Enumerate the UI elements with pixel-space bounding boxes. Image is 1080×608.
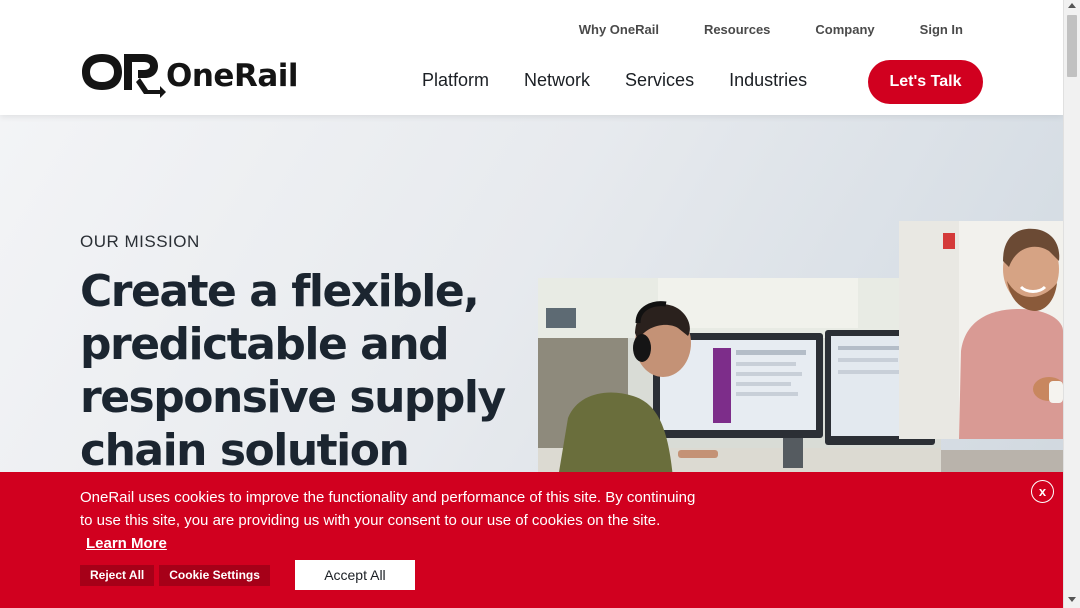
scroll-thumb[interactable]: [1067, 15, 1077, 77]
nav-company[interactable]: Company: [815, 22, 875, 37]
cookie-actions: Reject All Cookie Settings Accept All: [80, 560, 415, 590]
nav-services[interactable]: Services: [625, 70, 695, 90]
scroll-up-arrow-icon[interactable]: [1068, 3, 1076, 8]
onerail-logo[interactable]: OneRail: [80, 48, 320, 104]
nav-sign-in[interactable]: Sign In: [919, 22, 963, 37]
smiling-man-illustration: [899, 221, 1063, 439]
cookie-message-text: OneRail uses cookies to improve the func…: [80, 489, 696, 529]
nav-network[interactable]: Network: [524, 70, 591, 90]
accept-all-button[interactable]: Accept All: [294, 560, 415, 590]
main-nav: Platform Network Services Industries: [422, 70, 842, 91]
hero-eyebrow: OUR MISSION: [80, 232, 200, 251]
cookie-message: OneRail uses cookies to improve the func…: [80, 486, 700, 555]
office-worker-photo: [538, 278, 941, 478]
nav-industries[interactable]: Industries: [729, 70, 808, 90]
brand-wordmark: OneRail: [166, 58, 299, 94]
close-icon[interactable]: x: [1031, 480, 1054, 503]
nav-resources[interactable]: Resources: [703, 22, 771, 37]
learn-more-link[interactable]: Learn More: [86, 535, 167, 552]
nav-why-onerail[interactable]: Why OneRail: [578, 22, 659, 37]
smiling-man-photo: [899, 221, 1063, 439]
utility-nav: Why OneRail Resources Company Sign In: [534, 22, 963, 37]
cookie-banner: OneRail uses cookies to improve the func…: [0, 472, 1063, 608]
cookie-settings-button[interactable]: Cookie Settings: [159, 564, 270, 586]
reject-all-button[interactable]: Reject All: [80, 564, 155, 586]
office-photo-illustration: [538, 278, 941, 478]
page-scrollbar[interactable]: [1063, 0, 1080, 608]
lets-talk-button[interactable]: Let's Talk: [868, 60, 983, 104]
hero-headline: Create a flexible, predictable and respo…: [80, 266, 506, 476]
site-header: OneRail Why OneRail Resources Company Si…: [0, 0, 1063, 115]
scroll-down-arrow-icon[interactable]: [1068, 597, 1076, 602]
onerail-logo-mark-icon: [82, 54, 166, 98]
nav-platform[interactable]: Platform: [422, 70, 490, 90]
